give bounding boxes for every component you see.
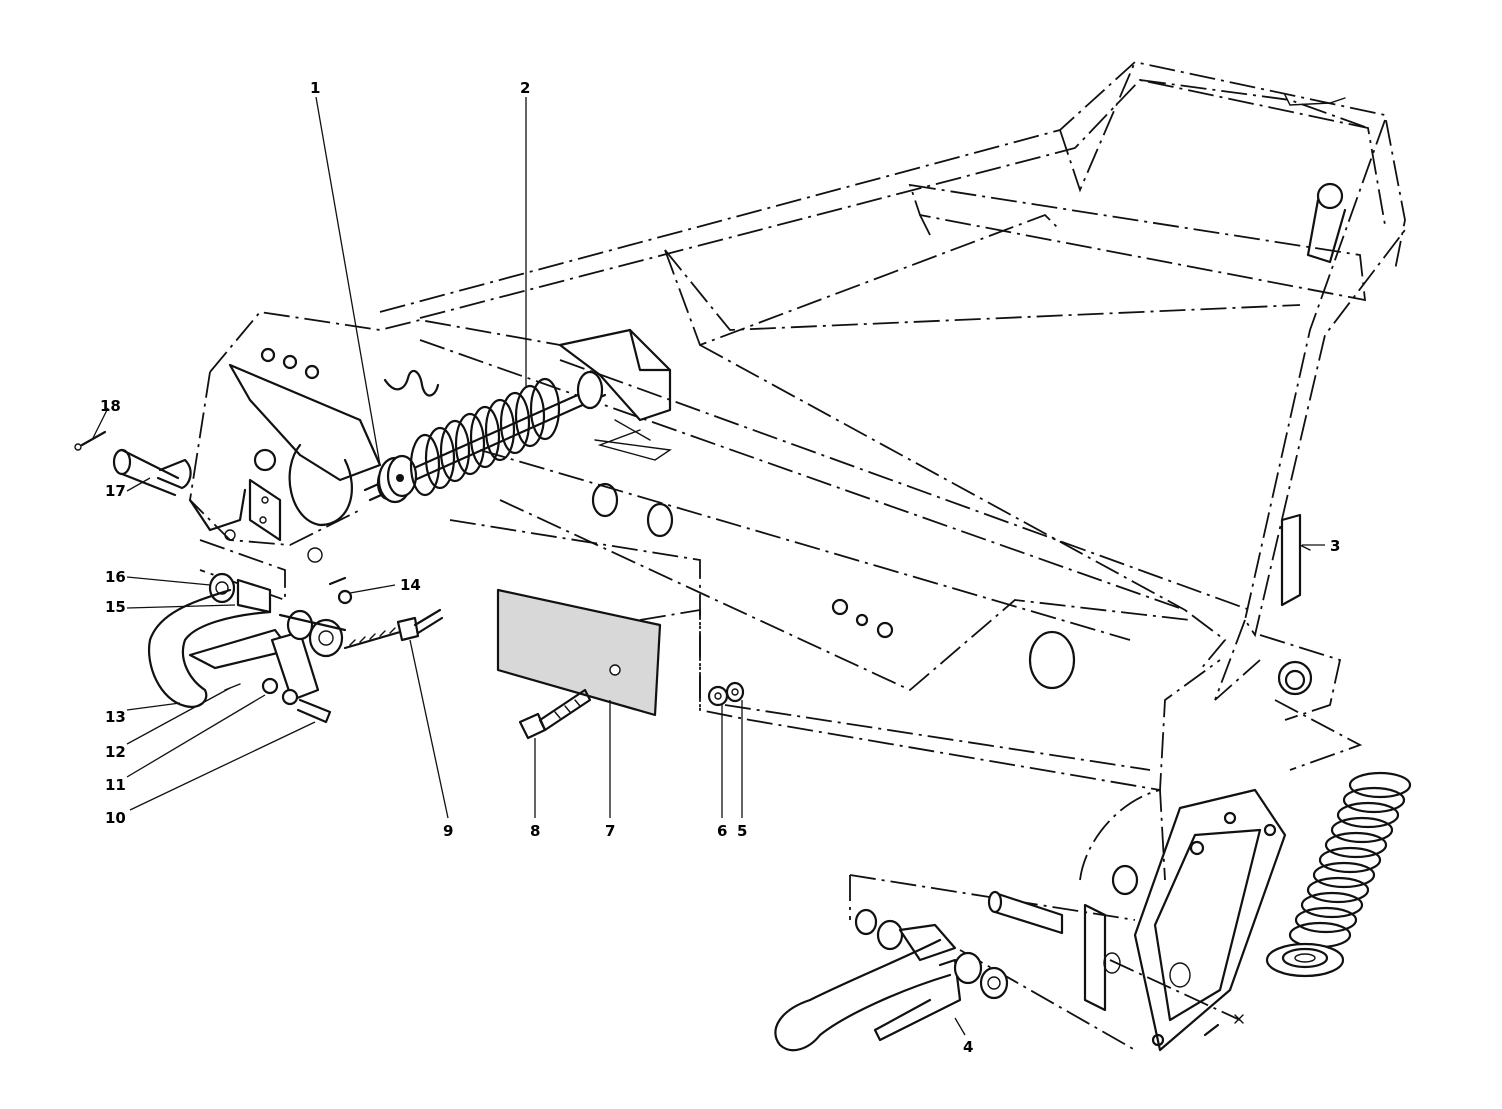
right-bracket xyxy=(1079,788,1287,1052)
callout-17: 17 xyxy=(105,482,126,500)
callout-10: 10 xyxy=(105,809,126,827)
callout-14: 14 xyxy=(400,576,421,594)
left-bracket xyxy=(188,311,561,602)
bolt xyxy=(518,688,592,740)
callout-11: 11 xyxy=(105,776,126,794)
callout-16: 16 xyxy=(105,568,126,586)
callout-5: 5 xyxy=(737,822,747,840)
right-arm-assembly xyxy=(774,874,1136,1052)
callout-6: 6 xyxy=(717,822,727,840)
callout-2: 2 xyxy=(520,79,530,97)
callout-1: 1 xyxy=(310,79,320,97)
callout-9: 9 xyxy=(443,822,453,840)
callout-labels: 1 2 3 4 5 6 7 8 9 10 11 12 13 14 15 16 1… xyxy=(100,79,1340,1056)
leader-lines xyxy=(91,96,1325,1036)
callout-15: 15 xyxy=(105,598,126,616)
callout-3: 3 xyxy=(1330,537,1340,555)
coil-spring xyxy=(409,377,561,497)
left-arm-assembly xyxy=(74,430,444,724)
callout-8: 8 xyxy=(530,822,540,840)
washer-and-nut xyxy=(707,681,745,707)
chassis-frame xyxy=(379,61,1406,792)
upper-spring-assembly xyxy=(363,328,672,504)
callout-4: 4 xyxy=(963,1038,973,1056)
callout-13: 13 xyxy=(105,708,126,726)
callout-18: 18 xyxy=(100,397,121,415)
callout-7: 7 xyxy=(605,822,615,840)
callout-12: 12 xyxy=(105,743,126,761)
cover-plate xyxy=(496,588,701,717)
lower-right-coil-spring xyxy=(1265,771,1412,978)
